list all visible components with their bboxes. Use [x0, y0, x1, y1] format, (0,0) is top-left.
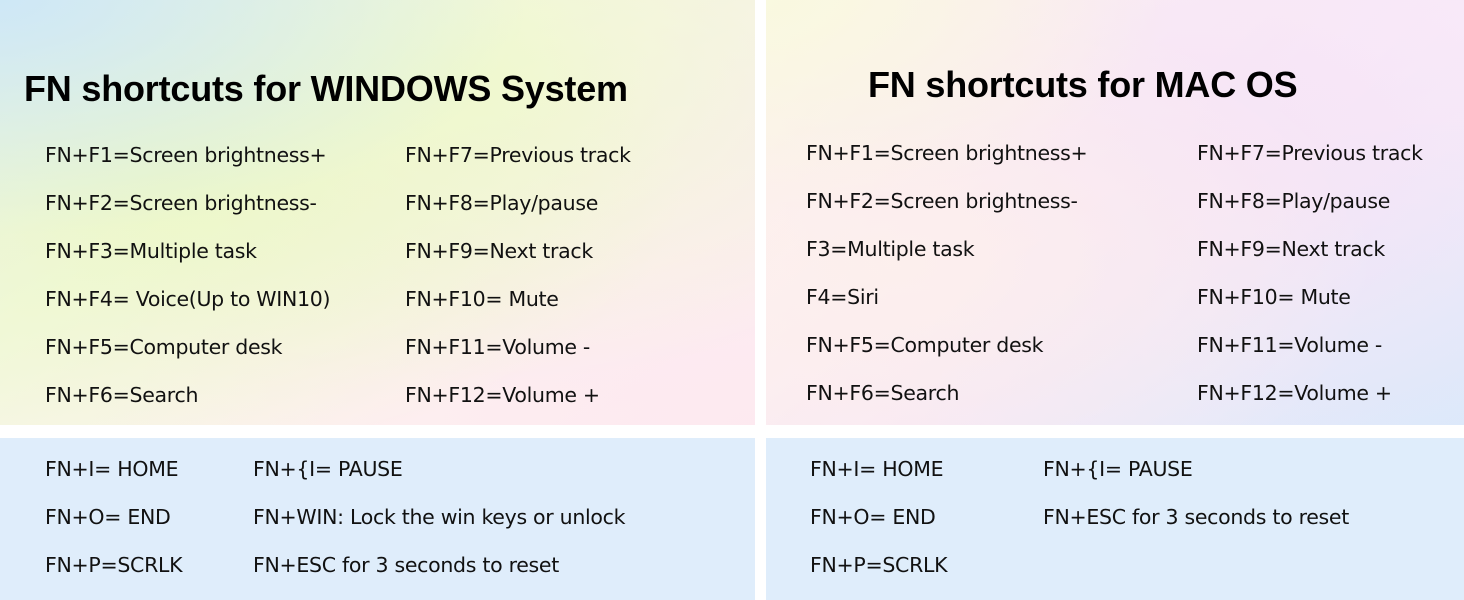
mac-shortcut-row: FN+F11=Volume - [1197, 333, 1383, 357]
mac-shortcut-row: FN+F5=Computer desk [806, 333, 1044, 357]
mac-shortcut-row: FN+F7=Previous track [1197, 141, 1423, 165]
mac-shortcut-row: FN+F8=Play/pause [1197, 189, 1391, 213]
mac-extra-row: FN+{I= PAUSE [1043, 457, 1193, 481]
mac-panel-heading: FN shortcuts for MAC OS [868, 64, 1298, 105]
mac-extra-row: FN+O= END [810, 505, 936, 529]
windows-extra-row: FN+{I= PAUSE [253, 457, 403, 481]
mac-shortcut-row: F3=Multiple task [806, 237, 975, 261]
mac-extra-row: FN+P=SCRLK [810, 553, 948, 577]
windows-shortcut-row: FN+F5=Computer desk [45, 335, 283, 359]
windows-shortcut-row: FN+F4= Voice(Up to WIN10) [45, 287, 331, 311]
windows-shortcut-row: FN+F2=Screen brightness- [45, 191, 317, 215]
windows-shortcut-row: FN+F7=Previous track [405, 143, 631, 167]
windows-shortcut-row: FN+F9=Next track [405, 239, 593, 263]
windows-panel-heading: FN shortcuts for WINDOWS System [24, 68, 628, 109]
mac-shortcut-row: FN+F6=Search [806, 381, 960, 405]
windows-shortcuts-panel: FN shortcuts for WINDOWS System FN+F1=Sc… [0, 0, 755, 425]
mac-shortcut-row: FN+F12=Volume + [1197, 381, 1392, 405]
windows-shortcut-row: FN+F11=Volume - [405, 335, 591, 359]
mac-shortcuts-panel: FN shortcuts for MAC OS FN+F1=Screen bri… [766, 0, 1464, 425]
windows-extra-row: FN+P=SCRLK [45, 553, 183, 577]
windows-shortcut-row: FN+F10= Mute [405, 287, 559, 311]
windows-extra-row: FN+ESC for 3 seconds to reset [253, 553, 559, 577]
mac-shortcut-row: FN+F10= Mute [1197, 285, 1351, 309]
mac-shortcut-row: F4=Siri [806, 285, 879, 309]
windows-extra-row: FN+WIN: Lock the win keys or unlock [253, 505, 626, 529]
windows-extra-row: FN+O= END [45, 505, 171, 529]
mac-shortcut-row: FN+F9=Next track [1197, 237, 1385, 261]
windows-shortcut-row: FN+F1=Screen brightness+ [45, 143, 327, 167]
windows-extra-row: FN+I= HOME [45, 457, 179, 481]
windows-shortcut-row: FN+F8=Play/pause [405, 191, 599, 215]
windows-shortcut-row: FN+F3=Multiple task [45, 239, 257, 263]
mac-extra-row: FN+ESC for 3 seconds to reset [1043, 505, 1349, 529]
windows-shortcut-row: FN+F6=Search [45, 383, 199, 407]
mac-extra-shortcuts-panel: FN+I= HOME FN+O= END FN+P=SCRLK FN+{I= P… [766, 438, 1464, 600]
mac-shortcut-row: FN+F1=Screen brightness+ [806, 141, 1088, 165]
windows-shortcut-row: FN+F12=Volume + [405, 383, 600, 407]
windows-extra-shortcuts-panel: FN+I= HOME FN+O= END FN+P=SCRLK FN+{I= P… [0, 438, 755, 600]
mac-shortcut-row: FN+F2=Screen brightness- [806, 189, 1078, 213]
mac-extra-row: FN+I= HOME [810, 457, 944, 481]
